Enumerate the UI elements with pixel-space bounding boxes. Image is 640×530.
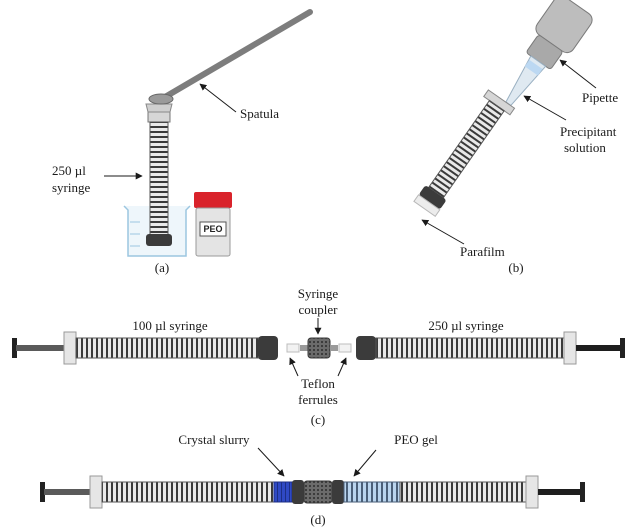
ferrules-label-line2: ferrules xyxy=(298,392,338,407)
panel-c-label: (c) xyxy=(311,412,325,427)
syringe-label-line2: syringe xyxy=(52,180,91,195)
coupler-label-line2: coupler xyxy=(299,302,339,317)
spatula-arrow xyxy=(199,83,237,113)
barrel-left xyxy=(101,481,275,503)
precipitant-arrow xyxy=(523,95,567,121)
syringe-tilted xyxy=(413,89,516,218)
spatula-label: Spatula xyxy=(240,106,279,121)
spatula xyxy=(148,9,313,105)
syringe-100ul-left xyxy=(12,331,278,365)
plunger-left xyxy=(40,482,45,502)
peo-gel xyxy=(343,481,401,503)
jar-label: PEO xyxy=(203,224,222,234)
panel-c: 100 µl syringe 250 µl syringe Syringe co… xyxy=(12,286,625,427)
panel-a: PEO Spatula 250 µl syringe (a) xyxy=(52,9,313,275)
teflon-ferrule-left xyxy=(286,343,300,353)
precipitant-line1: Precipitant xyxy=(560,124,617,139)
parafilm-arrow xyxy=(421,219,465,245)
ferrule-arrow-left xyxy=(289,357,299,377)
coupler-d xyxy=(303,480,333,504)
panel-b: Pipette Precipitant solution Parafilm (b… xyxy=(413,0,618,275)
barrel-right xyxy=(399,481,527,503)
panel-d: Crystal slurry PEO gel (d) xyxy=(40,432,585,527)
plunger-right xyxy=(580,482,585,502)
peo-jar: PEO xyxy=(194,192,232,257)
ferrule-arrow-right xyxy=(337,357,347,377)
crystal-slurry xyxy=(273,481,293,503)
right-syringe-label: 250 µl syringe xyxy=(428,318,504,333)
syringe-250ul-vertical xyxy=(146,111,172,246)
pipette xyxy=(505,0,593,107)
precipitant-line2: solution xyxy=(564,140,606,155)
ferrules-label-line1: Teflon xyxy=(301,376,335,391)
crystal-arrow xyxy=(257,447,285,477)
left-syringe-label: 100 µl syringe xyxy=(132,318,208,333)
panel-a-label: (a) xyxy=(155,260,169,275)
pipette-arrow xyxy=(559,59,597,89)
syringe-250ul-right xyxy=(356,331,625,365)
coupler-label-line1: Syringe xyxy=(298,286,339,301)
panel-d-label: (d) xyxy=(310,512,325,527)
peo-arrow xyxy=(353,449,377,477)
pipette-label: Pipette xyxy=(582,90,618,105)
teflon-ferrule-right xyxy=(338,343,352,353)
parafilm-label: Parafilm xyxy=(460,244,505,259)
panel-b-label: (b) xyxy=(508,260,523,275)
syringe-coupler xyxy=(300,337,338,359)
peo-gel-label: PEO gel xyxy=(394,432,438,447)
syringe-label-line1: 250 µl xyxy=(52,163,86,178)
crystal-slurry-label: Crystal slurry xyxy=(178,432,250,447)
